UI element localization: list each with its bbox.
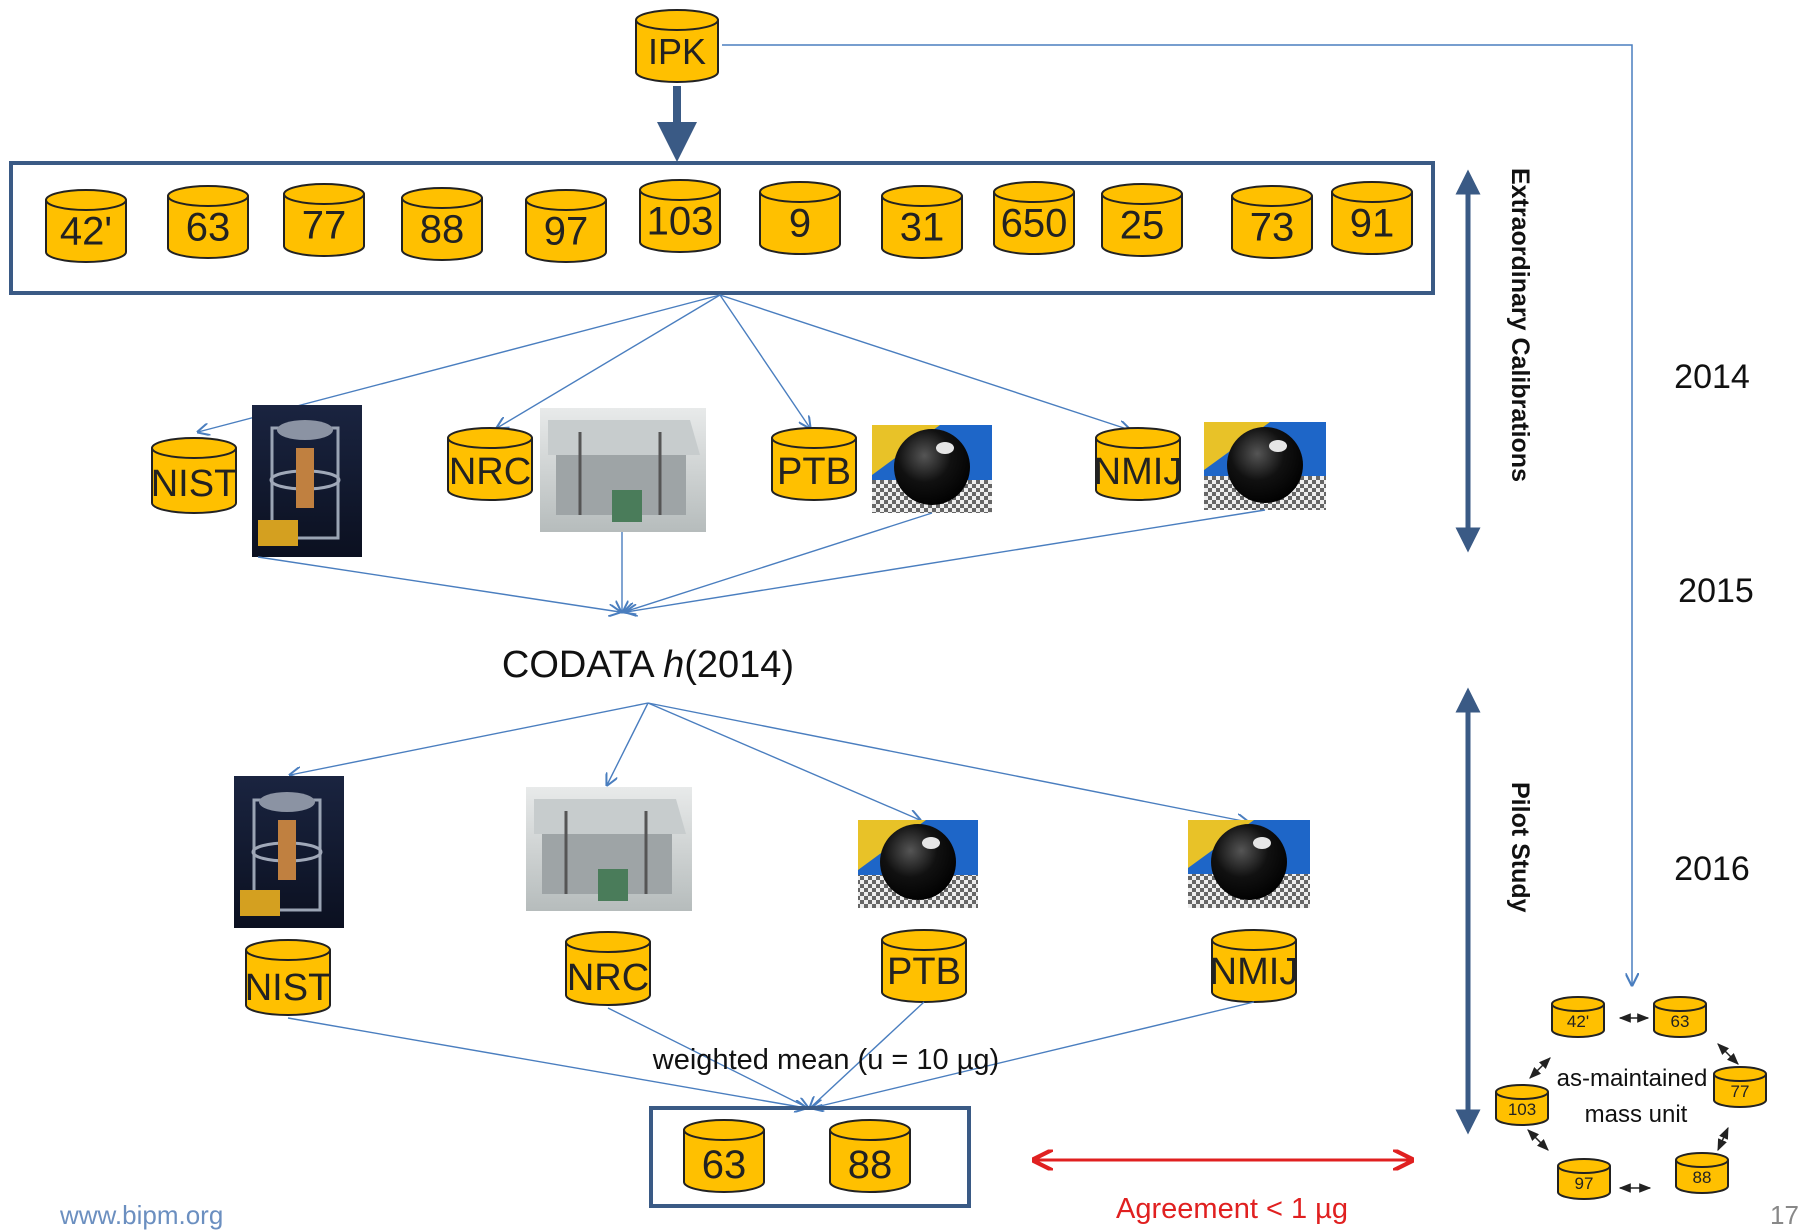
ensemble-cylinder: 77 [283, 183, 365, 257]
ensemble-cylinder: 9 [759, 181, 841, 255]
svg-text:PTB: PTB [887, 951, 961, 993]
as-maintained-cylinder-label: 42' [1567, 1012, 1589, 1031]
svg-text:NRC: NRC [449, 451, 531, 493]
labs-to-result-arrows [287, 1001, 1255, 1108]
mass-unit-label: mass unit [1585, 1101, 1688, 1128]
footer-url[interactable]: www.bipm.org [60, 1200, 224, 1230]
as-maintained-cylinder: 88 [1675, 1152, 1729, 1194]
svg-text:NIST: NIST [151, 463, 238, 505]
ipk-label: IPK [648, 31, 706, 72]
ensemble-cylinder-label: 77 [302, 204, 347, 248]
lab-nist-top: NIST [151, 437, 238, 514]
ensemble-cylinder-label: 31 [900, 206, 945, 250]
year-2016: 2016 [1674, 850, 1750, 888]
nrc-balance-photo [526, 787, 692, 911]
watt-balance-photo [234, 776, 344, 928]
watt-balance-photo [252, 405, 362, 557]
ensemble-frame [9, 161, 1435, 295]
weighted-mean-label: weighted mean (u = 10 µg) [652, 1044, 999, 1076]
ensemble-cylinder-label: 88 [420, 208, 465, 252]
ensemble-cylinder-label: 73 [1250, 206, 1295, 250]
ensemble-cylinder-label: 650 [1001, 202, 1068, 246]
svg-text:PTB: PTB [777, 451, 851, 493]
ensemble-cylinder: 103 [639, 179, 721, 253]
lab-nist-bottom: NIST [245, 939, 332, 1016]
silicon-sphere-photo [1188, 820, 1310, 908]
ensemble-cylinder-label: 9 [789, 202, 811, 246]
ensemble-cylinder-label: 97 [544, 210, 589, 254]
ensemble-cylinder: 88 [401, 187, 483, 261]
ensemble-cylinder-label: 42' [60, 210, 112, 254]
labs-to-codata-arrows [257, 509, 1266, 612]
as-maintained-cylinder-label: 63 [1671, 1012, 1690, 1031]
agreement-label: Agreement < 1 µg [1116, 1193, 1348, 1225]
as-maintained-cylinder: 77 [1713, 1066, 1767, 1108]
svg-text:NRC: NRC [567, 957, 649, 999]
codata-to-labs-arrows [290, 702, 1248, 822]
ensemble-cylinder-label: 91 [1350, 202, 1395, 246]
ensemble-cylinder: 42' [45, 189, 127, 263]
result-frame [649, 1106, 971, 1208]
ensemble-cylinder-label: 63 [186, 206, 231, 250]
ensemble-cylinder-label: 103 [647, 200, 714, 244]
as-maintained-cylinder: 42' [1551, 996, 1605, 1038]
as-maintained-cylinder: 63 [1653, 996, 1707, 1038]
silicon-sphere-photo [872, 425, 992, 513]
extraordinary-calibrations-label: Extraordinary Calibrations [1506, 168, 1534, 482]
year-2014: 2014 [1674, 358, 1750, 396]
svg-text:88: 88 [848, 1143, 893, 1187]
codata-label: CODATA h(2014) [502, 644, 794, 686]
lab-nrc-bottom: NRC [565, 931, 651, 1006]
svg-text:NMIJ: NMIJ [1094, 451, 1183, 493]
result-cylinder: 88 [829, 1119, 911, 1193]
ensemble-cylinder: 31 [881, 185, 963, 259]
as-maintained-cylinder: 103 [1495, 1084, 1549, 1126]
ipk-to-as-maintained-line [722, 44, 1632, 985]
lab-nmij-bottom: NMIJ [1210, 929, 1299, 1003]
svg-text:63: 63 [702, 1143, 747, 1187]
lab-nrc-top: NRC [447, 427, 533, 501]
lab-ptb-top: PTB [771, 427, 857, 501]
as-maintained-cluster: 42' 63 77 88 97 103 as-maintained mass unit [1495, 996, 1767, 1200]
result-cylinder: 63 [683, 1119, 765, 1193]
svg-text:NMIJ: NMIJ [1210, 951, 1299, 993]
ensemble-cylinder: 73 [1231, 185, 1313, 259]
ensemble-cylinder: 97 [525, 189, 607, 263]
silicon-sphere-photo [858, 820, 978, 908]
ensemble-cylinder: 91 [1331, 181, 1413, 255]
svg-text:NIST: NIST [245, 967, 332, 1009]
as-maintained-cylinder-label: 103 [1508, 1100, 1536, 1119]
as-maintained-label: as-maintained [1557, 1065, 1708, 1092]
ensemble-cylinder: 25 [1101, 183, 1183, 257]
as-maintained-cylinder-label: 88 [1693, 1168, 1712, 1187]
ensemble-cylinder: 63 [167, 185, 249, 259]
as-maintained-cylinder: 97 [1557, 1158, 1611, 1200]
lab-nmij-top: NMIJ [1094, 427, 1183, 501]
as-maintained-cylinder-label: 77 [1731, 1082, 1750, 1101]
lab-ptb-bottom: PTB [881, 929, 967, 1003]
page-number: 17 [1770, 1200, 1799, 1230]
pilot-study-label: Pilot Study [1506, 782, 1534, 913]
as-maintained-cylinder-label: 97 [1575, 1174, 1594, 1193]
nrc-balance-photo [540, 408, 706, 532]
ensemble-cylinder: 650 [993, 181, 1075, 255]
ensemble-cylinder-label: 25 [1120, 204, 1165, 248]
year-2015: 2015 [1678, 572, 1754, 610]
ensemble-cylinders: 42' 63 77 88 97 103 9 31 650 25 73 91 [45, 179, 1413, 263]
ipk-cylinder: IPK [635, 9, 719, 83]
silicon-sphere-photo [1204, 422, 1326, 510]
